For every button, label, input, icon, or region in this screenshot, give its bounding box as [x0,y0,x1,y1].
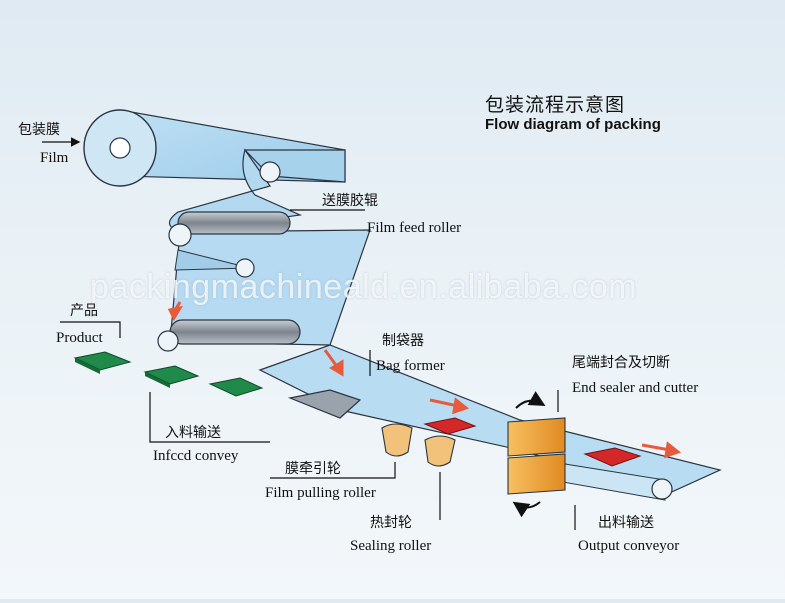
bagged-product [423,417,477,435]
end-sealer-cn: 尾端封合及切断 [572,355,670,371]
sealing-roller-cn: 热封轮 [370,515,412,531]
film-feed-roller-en: Film feed roller [367,220,462,236]
film-feed-rollers [157,211,301,352]
end-sealer-en: End sealer and cutter [572,380,699,396]
output-product [583,447,642,467]
end-sealer-cutter [507,391,566,518]
output-conveyor-en: Output conveyor [578,538,680,554]
film-pulling-roller-en: Film pulling roller [265,485,376,501]
bag-former-cn: 制袋器 [382,333,424,349]
label-leaders [42,137,576,530]
film-label-cn: 包装膜 [18,122,60,138]
infeed-convey-cn: 入料输送 [165,425,221,441]
title-en: Flow diagram of packing [485,116,661,133]
guide-roller-1 [259,161,281,183]
sealing-roller-en: Sealing roller [350,538,432,554]
film-pulling-roller-cn: 膜牵引轮 [285,461,341,477]
flow-arrows [167,301,682,459]
film-pulling-rollers [381,423,456,467]
title-cn: 包装流程示意图 [485,94,626,116]
bag-former-en: Bag former [376,358,445,374]
infeed-products [73,351,264,397]
guide-roller-2 [235,258,255,278]
product-en: Product [56,330,103,346]
product-cn: 产品 [70,303,98,319]
watermark: packingmachineald.en.alibaba.com [90,268,638,306]
film-feed-roller-cn: 送膜胶辊 [322,193,378,209]
infeed-convey-en: Infccd convey [153,448,239,464]
output-conveyor-cn: 出料输送 [598,515,654,531]
film-label-en: Film [40,150,69,166]
